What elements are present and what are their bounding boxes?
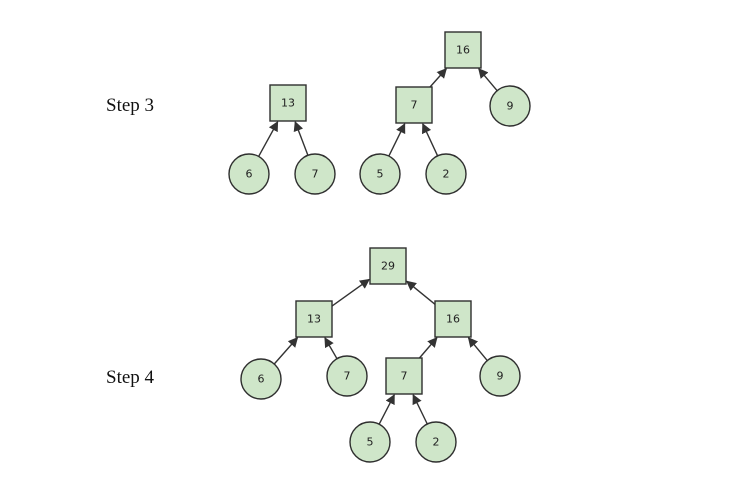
internal-node-13: 13	[295, 300, 333, 338]
node-circle	[359, 153, 401, 195]
node-value: 6	[246, 168, 253, 181]
edge-arrow	[467, 337, 488, 362]
leaf-node-9: 9	[489, 85, 531, 127]
leaf-node-2: 2	[425, 153, 467, 195]
internal-node-16: 16	[444, 31, 482, 69]
node-value: 5	[367, 436, 374, 449]
node-circle	[294, 153, 336, 195]
node-square	[369, 247, 407, 285]
leaf-node-9: 9	[479, 355, 521, 397]
node-value: 7	[344, 370, 351, 383]
node-value: 9	[507, 100, 514, 113]
node-square	[295, 300, 333, 338]
node-circle	[240, 358, 282, 400]
edge-arrow	[412, 393, 428, 425]
node-value: 7	[312, 168, 319, 181]
node-value: 7	[401, 370, 408, 383]
internal-node-7: 7	[385, 357, 423, 395]
edge-arrow	[422, 123, 439, 157]
edge-arrow	[429, 67, 447, 88]
edge-arrow	[418, 337, 438, 359]
step-4-label: Step 4	[106, 367, 155, 388]
node-value: 9	[497, 370, 504, 383]
node-square	[434, 300, 472, 338]
edge-arrow	[293, 120, 309, 156]
step-3-label: Step 3	[106, 95, 155, 116]
edge-arrow	[258, 121, 279, 157]
internal-node-29: 29	[369, 247, 407, 285]
node-value: 7	[411, 99, 418, 112]
node-value: 16	[456, 44, 470, 57]
leaf-node-5: 5	[349, 421, 391, 463]
node-value: 2	[443, 168, 450, 181]
internal-node-7: 7	[395, 86, 433, 124]
edge-arrow	[378, 394, 395, 425]
node-square	[385, 357, 423, 395]
node-value: 13	[307, 313, 321, 326]
node-value: 6	[258, 373, 265, 386]
edge-arrow	[478, 68, 498, 92]
node-value: 29	[381, 260, 395, 273]
edge-arrow	[331, 278, 371, 307]
node-circle	[349, 421, 391, 463]
edge-arrow	[324, 336, 338, 360]
edge-arrow	[273, 337, 299, 365]
node-circle	[415, 421, 457, 463]
node-value: 5	[377, 168, 384, 181]
node-circle	[425, 153, 467, 195]
node-square	[444, 31, 482, 69]
node-circle	[479, 355, 521, 397]
node-square	[269, 84, 307, 122]
node-square	[395, 86, 433, 124]
leaf-node-7: 7	[326, 355, 368, 397]
leaf-node-7: 7	[294, 153, 336, 195]
internal-node-13: 13	[269, 84, 307, 122]
leaf-node-2: 2	[415, 421, 457, 463]
node-value: 2	[433, 436, 440, 449]
edge-arrow	[406, 280, 436, 305]
node-circle	[489, 85, 531, 127]
internal-node-16: 16	[434, 300, 472, 338]
edge-arrow	[388, 122, 406, 157]
node-circle	[228, 153, 270, 195]
leaf-node-5: 5	[359, 153, 401, 195]
node-value: 13	[281, 97, 295, 110]
leaf-node-6: 6	[228, 153, 270, 195]
node-circle	[326, 355, 368, 397]
node-value: 16	[446, 313, 460, 326]
leaf-node-6: 6	[240, 358, 282, 400]
